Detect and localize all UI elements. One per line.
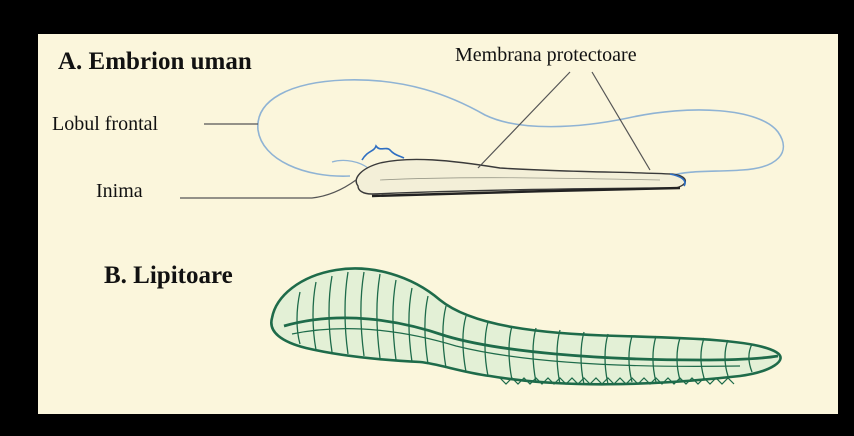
leech-title: B. Lipitoare	[104, 262, 233, 290]
heart-label: Inima	[96, 180, 143, 203]
frontal-lobe-label: Lobul frontal	[52, 113, 158, 136]
embryo-title: A. Embrion uman	[58, 48, 252, 76]
leech-drawing	[271, 268, 780, 384]
leader-membrane-left	[478, 72, 570, 168]
embryo-inner-curve	[332, 160, 368, 168]
leader-heart	[180, 180, 356, 198]
embryo-drawing	[258, 80, 784, 196]
embryo-outline	[258, 80, 784, 176]
membrane-label: Membrana protectoare	[455, 44, 637, 67]
leader-membrane-right	[592, 72, 650, 170]
embryo-head-detail	[362, 146, 404, 160]
